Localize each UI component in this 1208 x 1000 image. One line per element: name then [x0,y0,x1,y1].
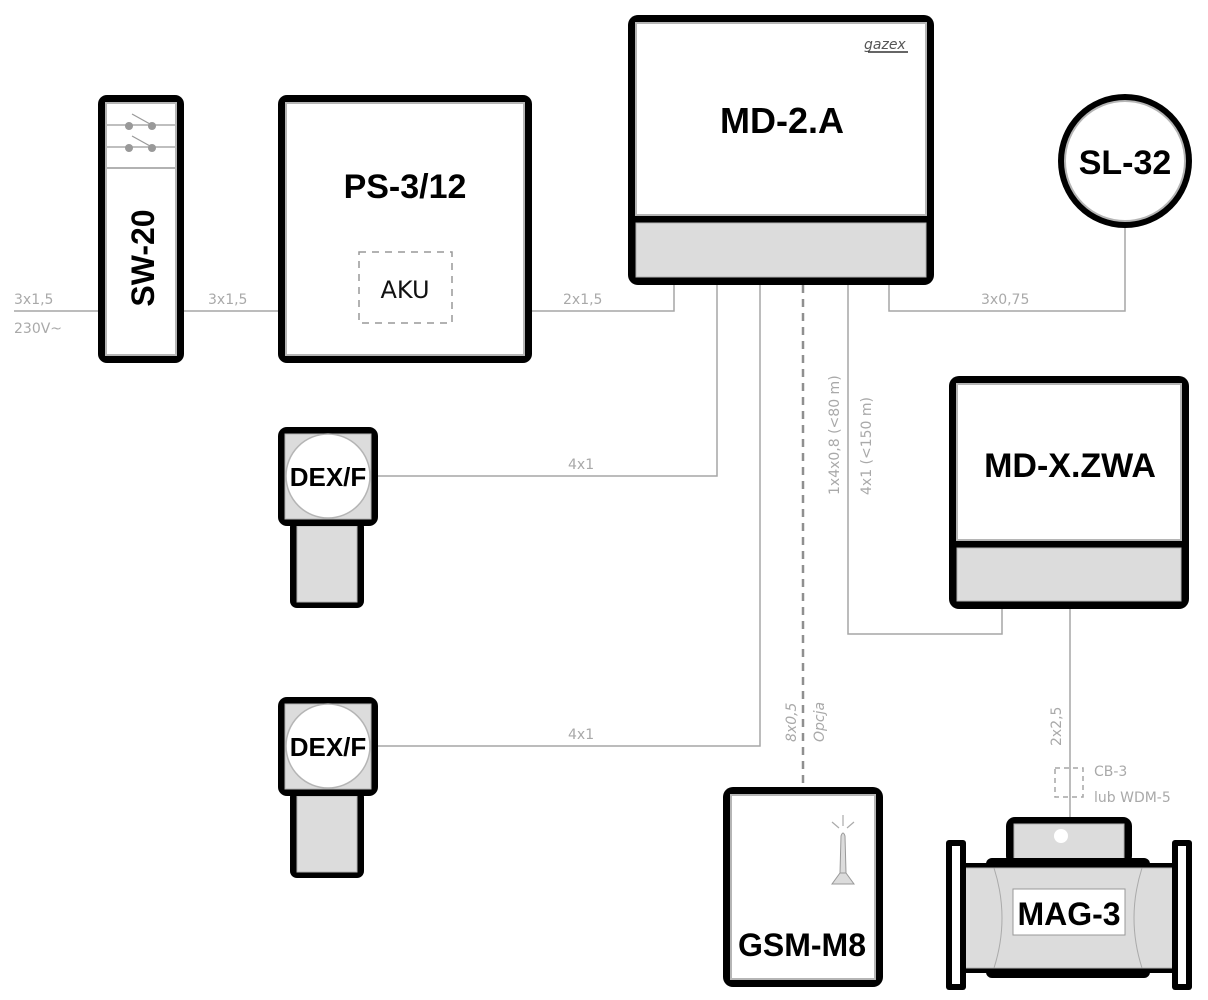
mdxzwa-label: MD-X.ZWA [984,447,1156,485]
device-ps312[interactable]: PS-3/12 AKU [278,95,532,363]
device-dex2[interactable]: DEX/F [278,697,378,878]
label-sw-to-ps: 3x1,5 [208,292,247,308]
cable-labels: 3x1,5 230V~ 3x1,5 2x1,5 3x0,75 4x1 4x1 1… [14,292,1171,806]
label-md-to-dex1: 4x1 [568,457,594,473]
label-md-bus-1: 1x4x0,8 (<80 m) [827,375,843,495]
device-mag3[interactable]: MAG-3 [946,817,1192,990]
gazex-logo: gazex [864,37,906,53]
wires [14,228,1126,818]
dex2-label: DEX/F [290,732,367,762]
device-sl32[interactable]: SL-32 [1058,94,1192,228]
wire-md-to-dex2 [378,283,761,747]
dex1-label: DEX/F [290,462,367,492]
device-md2a[interactable]: gazex MD-2.A [628,15,934,285]
label-ps-to-md: 2x1,5 [563,292,602,308]
device-dex1[interactable]: DEX/F [278,427,378,608]
label-mains-spec: 3x1,5 [14,292,53,308]
antenna-icon [831,815,855,885]
label-mdx-to-mag: 2x2,5 [1049,707,1065,746]
device-sw20[interactable]: SW-20 [98,95,184,363]
label-gsm-option: Opcja [812,702,828,742]
label-mains-voltage: 230V~ [14,321,62,337]
label-md-to-sl: 3x0,75 [981,292,1029,308]
sw20-label: SW-20 [125,209,161,306]
aku-box [358,251,453,324]
device-gsm[interactable]: GSM-M8 [723,787,883,987]
wire-md-to-dex1 [378,283,718,477]
wire-md-to-mdx [847,283,1003,635]
sl32-label: SL-32 [1079,144,1172,182]
label-md-to-dex2: 4x1 [568,727,594,743]
label-md-bus-2: 4x1 (<150 m) [859,397,875,495]
md2a-label: MD-2.A [720,100,844,141]
wire-md-to-sl [888,228,1126,312]
switch-contacts-icon [107,113,175,152]
gsm-label: GSM-M8 [738,927,866,963]
label-gsm-spec: 8x0,5 [784,702,800,742]
optional-module-box [1054,767,1084,798]
ps312-label: PS-3/12 [344,168,467,206]
mag3-label: MAG-3 [1017,896,1120,932]
device-mdxzwa[interactable]: MD-X.ZWA [949,376,1189,609]
wire-ps-to-md [530,283,675,312]
label-optional-module-1: CB-3 [1094,764,1127,780]
aku-label: AKU [380,276,429,304]
label-optional-module-2: lub WDM-5 [1094,790,1171,806]
